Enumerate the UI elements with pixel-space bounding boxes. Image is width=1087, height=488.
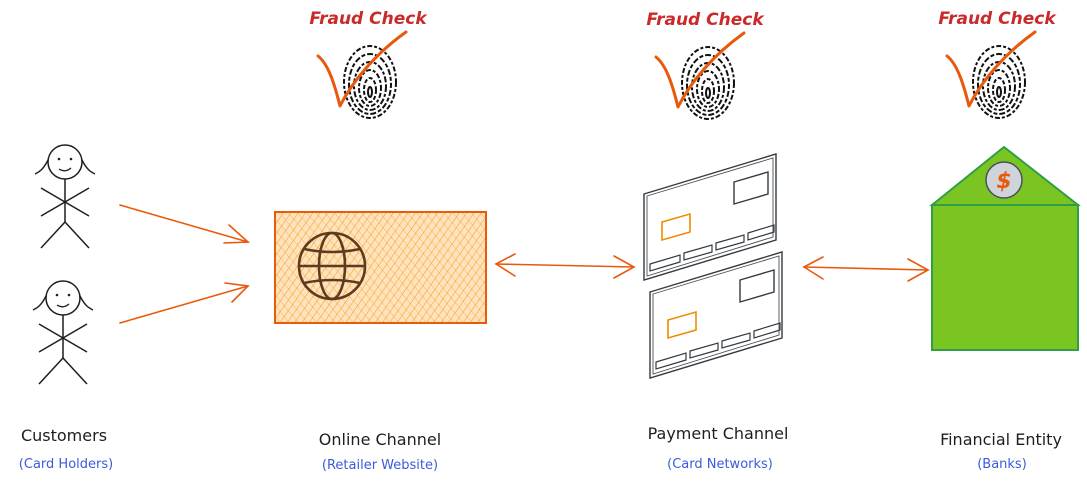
arrow-payment-bank: [802, 256, 930, 282]
fraud-check-label-1: Fraud Check: [309, 9, 427, 29]
fraud-check-icon-1: [316, 30, 408, 119]
fingerprint-icon: [343, 45, 397, 119]
checkmark-icon: [654, 31, 746, 109]
checkmark-icon: [316, 30, 408, 108]
fingerprint-icon: [681, 46, 735, 120]
entity-title-payment-channel: Payment Channel: [647, 424, 789, 443]
arrow-customer-2-to-online: [119, 282, 250, 324]
arrow-online-payment: [494, 253, 636, 279]
fraud-check-label-3: Fraud Check: [938, 9, 1056, 29]
stick-figure-icon: [32, 280, 94, 385]
stick-figure-icon: [34, 144, 96, 249]
customer-figure-1: [34, 144, 96, 249]
fraud-check-label-2: Fraud Check: [646, 10, 764, 30]
entity-subtitle-financial-entity: (Banks): [977, 457, 1027, 472]
entity-subtitle-customers: (Card Holders): [18, 457, 114, 472]
arrow-customer-1-to-online: [119, 204, 251, 244]
customer-figure-2: [32, 280, 94, 385]
dollar-coin-icon: $: [996, 169, 1011, 194]
entity-title-financial-entity: Financial Entity: [940, 430, 1062, 449]
entity-subtitle-online-channel: (Retailer Website): [321, 458, 439, 473]
bank-building-icon: $: [929, 145, 1081, 351]
checkmark-icon: [945, 30, 1037, 108]
online-channel-box: [274, 211, 487, 324]
entity-subtitle-payment-channel: (Card Networks): [667, 457, 773, 472]
entity-title-customers: Customers: [20, 426, 108, 445]
fraud-check-icon-3: [945, 30, 1037, 119]
globe-icon: [297, 231, 367, 301]
entity-title-online-channel: Online Channel: [318, 430, 442, 449]
fraud-check-icon-2: [654, 31, 746, 120]
fingerprint-icon: [972, 45, 1026, 119]
